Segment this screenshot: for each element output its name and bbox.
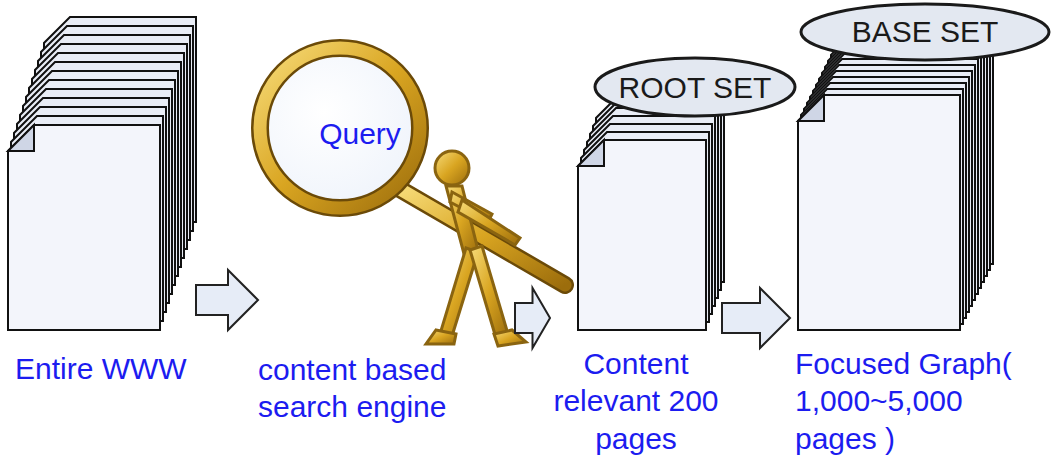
flow-arrow — [196, 270, 258, 330]
node-label: Content relevant 200 pages — [550, 345, 722, 458]
set-label: BASE SET — [825, 13, 1025, 51]
stick-figure — [426, 151, 526, 346]
process-node: ROOT SETContent relevant 200 pages — [550, 55, 722, 457]
node-label: Entire WWW — [15, 350, 190, 388]
process-node: Query content based search engine — [258, 5, 515, 426]
page-fold — [8, 125, 34, 151]
set-ellipse — [801, 4, 1049, 60]
flow-arrow — [722, 288, 790, 348]
set-label: ROOT SET — [610, 69, 780, 107]
page-fold — [578, 140, 604, 166]
page-sheet — [578, 140, 706, 330]
page-fold — [798, 95, 824, 121]
node-label: Query — [275, 115, 445, 153]
set-ellipse — [595, 58, 795, 116]
process-node: Entire WWW — [5, 5, 196, 388]
node-label: Focused Graph( 1,000~5,000 pages ) — [795, 345, 1040, 458]
flow-arrow — [515, 288, 550, 348]
page-sheet — [798, 95, 960, 330]
page-stacks — [8, 17, 993, 330]
node-label: content based search engine — [258, 351, 493, 426]
process-node: BASE SET Focused Graph( 1,000~5,000 pages… — [790, 3, 1055, 457]
page-sheet — [8, 125, 160, 330]
